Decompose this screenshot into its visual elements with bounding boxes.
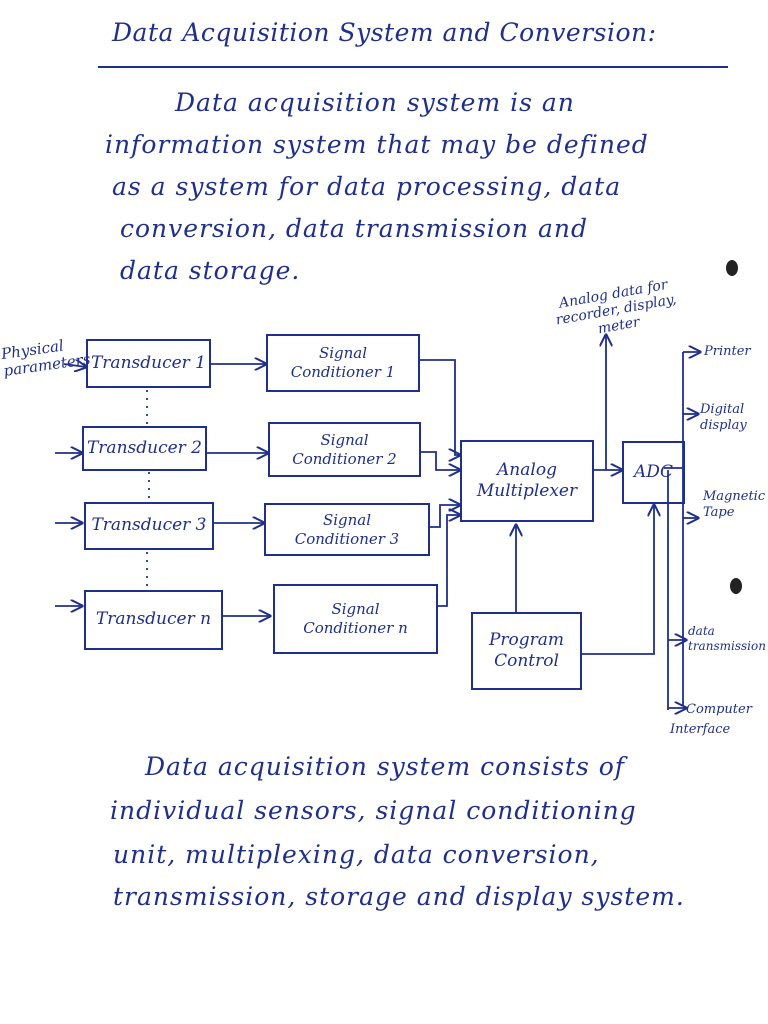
transducer-2-label: Transducer 2 <box>86 437 203 458</box>
wire-sc2-mux <box>421 451 460 470</box>
title-underline <box>98 66 728 68</box>
adc-box: ADC <box>622 441 685 504</box>
transducer-1-label: Transducer 1 <box>90 352 207 373</box>
summary-line-1: Data acquisition system consists of <box>145 752 626 781</box>
control-line-2: Control <box>494 651 559 671</box>
wire-scn-mux <box>438 515 460 607</box>
analog-multiplexer-box: Analog Multiplexer <box>460 440 594 522</box>
page-title: Data Acquisition System and Conversion: <box>112 18 657 47</box>
output-tape-line-2: Tape <box>703 505 735 521</box>
arrow-control-adc <box>582 505 654 655</box>
intro-line-2: information system that may be defined <box>105 130 649 159</box>
signal-conditioner-3-box: Signal Conditioner 3 <box>264 503 430 556</box>
program-control-label: Program Control <box>489 630 564 673</box>
output-digital-line-2: display <box>700 418 747 434</box>
scn-line-1: Signal <box>331 600 380 619</box>
sc1-line-2: Conditioner 1 <box>290 363 396 381</box>
transducer-n-label: Transducer n <box>95 609 212 630</box>
output-data-transmission: data transmission <box>688 624 766 654</box>
intro-line-5: data storage. <box>120 256 301 285</box>
output-digital-line-1: Digital <box>700 402 745 417</box>
sc2-line-1: Signal <box>320 430 369 449</box>
output-magnetic-tape: Magnetic Tape <box>703 489 765 522</box>
summary-line-2: individual sensors, signal conditioning <box>110 796 637 825</box>
wire-sc3-mux <box>430 505 460 528</box>
summary-line-3: unit, multiplexing, data conversion, <box>113 840 600 869</box>
analog-multiplexer-label: Analog Multiplexer <box>477 460 577 503</box>
intro-line-4: conversion, data transmission and <box>120 214 588 243</box>
arrow-param-t1 <box>63 364 86 367</box>
output-printer: Printer <box>704 344 751 359</box>
signal-conditioner-3-label: Signal Conditioner 3 <box>295 511 399 549</box>
ink-blot <box>730 578 742 594</box>
transducer-1-box: Transducer 1 <box>86 339 211 388</box>
sc3-line-1: Signal <box>322 510 372 529</box>
output-digital-display: Digital display <box>700 402 747 435</box>
output-printer-line-1: Printer <box>704 344 751 359</box>
output-computer-interface: Computer Interface <box>670 700 752 740</box>
transducer-3-box: Transducer 3 <box>84 502 214 550</box>
signal-conditioner-1-label: Signal Conditioner 1 <box>291 344 395 382</box>
mux-line-2: Multiplexer <box>476 481 578 501</box>
output-tape-line-1: Magnetic <box>703 489 766 504</box>
signal-conditioner-n-label: Signal Conditioner n <box>303 600 408 638</box>
signal-conditioner-1-box: Signal Conditioner 1 <box>266 334 420 392</box>
signal-conditioner-2-box: Signal Conditioner 2 <box>268 422 421 477</box>
output-computer-line-2: Interface <box>670 722 731 738</box>
mux-line-1: Analog <box>497 459 557 480</box>
intro-line-1: Data acquisition system is an <box>175 88 575 117</box>
sc1-line-1: Signal <box>318 344 368 363</box>
summary-line-4: transmission, storage and display system… <box>113 882 685 911</box>
control-line-1: Program <box>488 629 565 650</box>
signal-conditioner-2-label: Signal Conditioner 2 <box>292 431 396 469</box>
output-transmission-line-1: data <box>688 624 715 638</box>
sc2-line-2: Conditioner 2 <box>292 449 397 468</box>
intro-line-3: as a system for data processing, data <box>112 172 622 201</box>
wire-sc1-mux <box>420 359 460 455</box>
output-computer-line-1: Computer <box>686 702 752 717</box>
ink-blot <box>726 260 738 276</box>
transducer-2-box: Transducer 2 <box>82 426 207 471</box>
adc-label: ADC <box>634 461 673 482</box>
signal-conditioner-n-box: Signal Conditioner n <box>273 584 438 654</box>
transducer-3-label: Transducer 3 <box>91 515 207 536</box>
scn-line-2: Conditioner n <box>303 619 408 637</box>
output-transmission-line-2: transmission <box>688 639 766 653</box>
transducer-n-box: Transducer n <box>84 590 223 650</box>
program-control-box: Program Control <box>471 612 582 690</box>
sc3-line-2: Conditioner 3 <box>294 529 400 548</box>
